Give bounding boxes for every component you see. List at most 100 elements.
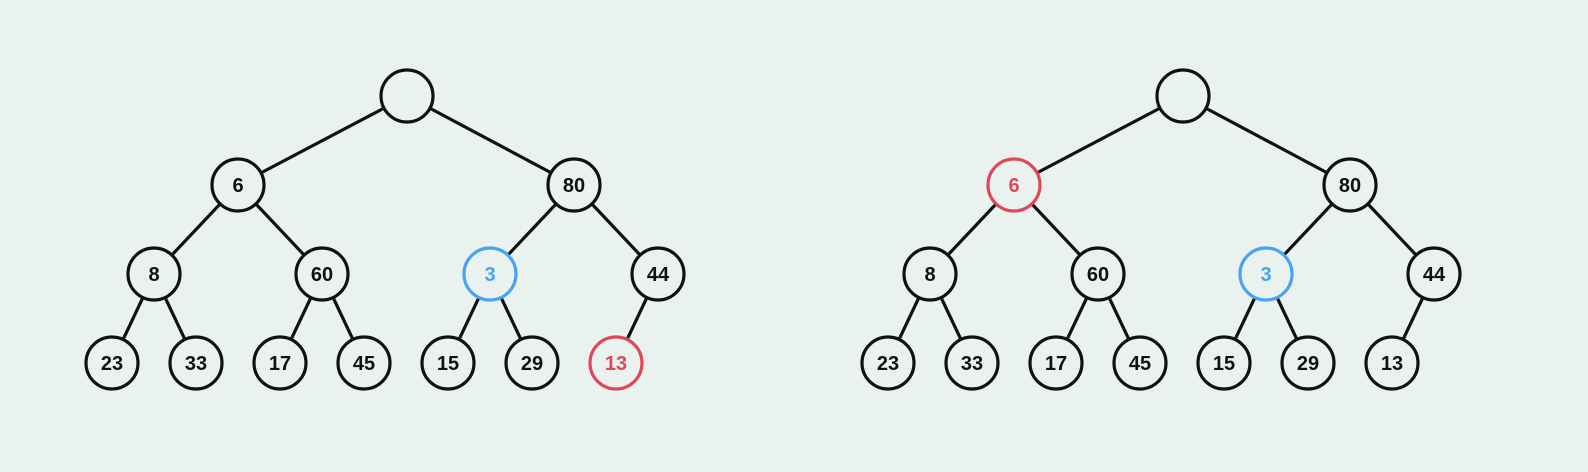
node-circle — [336, 335, 392, 391]
tree-edge — [170, 202, 222, 257]
node-circle — [462, 246, 518, 302]
tree-node: 17 — [1028, 335, 1084, 391]
tree-edge — [1065, 296, 1089, 341]
node-circle — [860, 335, 916, 391]
tree-node: 80 — [1322, 157, 1378, 213]
tree-edge — [1366, 202, 1418, 257]
node-value: 15 — [437, 353, 459, 375]
node-circle — [902, 246, 958, 302]
tree-node: 33 — [944, 335, 1000, 391]
node-circle — [986, 157, 1042, 213]
node-value: 45 — [1129, 353, 1151, 375]
node-circle — [252, 335, 308, 391]
node-value: 60 — [1087, 264, 1109, 286]
tree-edge — [254, 202, 306, 257]
tree-edge — [946, 202, 998, 257]
node-value: 15 — [1213, 353, 1235, 375]
tree-node: 17 — [252, 335, 308, 391]
tree-node: 33 — [168, 335, 224, 391]
node-value: 44 — [1423, 264, 1446, 286]
node-value: 23 — [101, 353, 123, 375]
node-value: 60 — [311, 264, 333, 286]
node-circle — [126, 246, 182, 302]
node-value: 8 — [924, 264, 935, 286]
tree-node: 29 — [1280, 335, 1336, 391]
tree-edge — [939, 296, 963, 341]
tree-node: 8 — [902, 246, 958, 302]
node-circle — [420, 335, 476, 391]
tree-edge — [429, 106, 552, 175]
node-value: 13 — [1381, 353, 1403, 375]
tree-node: 23 — [84, 335, 140, 391]
node-value: 44 — [647, 264, 670, 286]
tree-node: 44 — [630, 246, 686, 302]
tree-node: 44 — [1406, 246, 1462, 302]
tree-node: 15 — [1196, 335, 1252, 391]
tree-node: 29 — [504, 335, 560, 391]
node-circle — [546, 157, 602, 213]
tree-edge — [590, 202, 642, 257]
node-value: 17 — [269, 353, 291, 375]
tree-edge — [331, 296, 355, 341]
node-value: 33 — [961, 353, 983, 375]
tree-edge — [499, 296, 523, 341]
tree-node: 23 — [860, 335, 916, 391]
node-circle — [1196, 335, 1252, 391]
tree-edge — [121, 296, 145, 341]
node-circle — [294, 246, 350, 302]
tree-edge — [1205, 106, 1328, 175]
node-value: 8 — [148, 264, 159, 286]
tree-edge — [260, 106, 385, 175]
tree-edge — [897, 296, 921, 341]
node-circle — [1322, 157, 1378, 213]
root-node — [1155, 68, 1211, 124]
tree-node: 15 — [420, 335, 476, 391]
root-node — [379, 68, 435, 124]
node-value: 29 — [521, 353, 543, 375]
tree-node: 6 — [210, 157, 266, 213]
tree-node: 3 — [1238, 246, 1294, 302]
node-circle — [588, 335, 644, 391]
tree-node: 13 — [1364, 335, 1420, 391]
node-value: 3 — [1260, 264, 1271, 286]
node-value: 23 — [877, 353, 899, 375]
node-value: 6 — [1008, 175, 1019, 197]
tree-edge — [1030, 202, 1082, 257]
node-circle — [1112, 335, 1168, 391]
node-value: 80 — [1339, 175, 1361, 197]
tree-edge — [1282, 202, 1334, 257]
node-circle — [504, 335, 560, 391]
tree-node: 3 — [462, 246, 518, 302]
node-circle — [1155, 68, 1211, 124]
tree-edge — [457, 296, 481, 341]
node-circle — [1028, 335, 1084, 391]
node-circle — [379, 68, 435, 124]
tree-edge — [1275, 296, 1299, 341]
tree-edge — [625, 296, 649, 341]
node-circle — [1238, 246, 1294, 302]
node-circle — [210, 157, 266, 213]
node-circle — [630, 246, 686, 302]
tree-edge — [163, 296, 187, 341]
tree-node: 45 — [336, 335, 392, 391]
node-circle — [1406, 246, 1462, 302]
tree-node: 60 — [1070, 246, 1126, 302]
tree-edge — [1233, 296, 1257, 341]
tree-node: 45 — [1112, 335, 1168, 391]
node-value: 6 — [232, 175, 243, 197]
node-value: 45 — [353, 353, 375, 375]
node-value: 33 — [185, 353, 207, 375]
node-circle — [1280, 335, 1336, 391]
node-value: 29 — [1297, 353, 1319, 375]
tree-edge — [1401, 296, 1425, 341]
node-value: 13 — [605, 353, 627, 375]
tree-node: 80 — [546, 157, 602, 213]
node-circle — [168, 335, 224, 391]
tree-node: 13 — [588, 335, 644, 391]
tree-edge — [1036, 106, 1161, 175]
node-circle — [1070, 246, 1126, 302]
node-value: 3 — [484, 264, 495, 286]
